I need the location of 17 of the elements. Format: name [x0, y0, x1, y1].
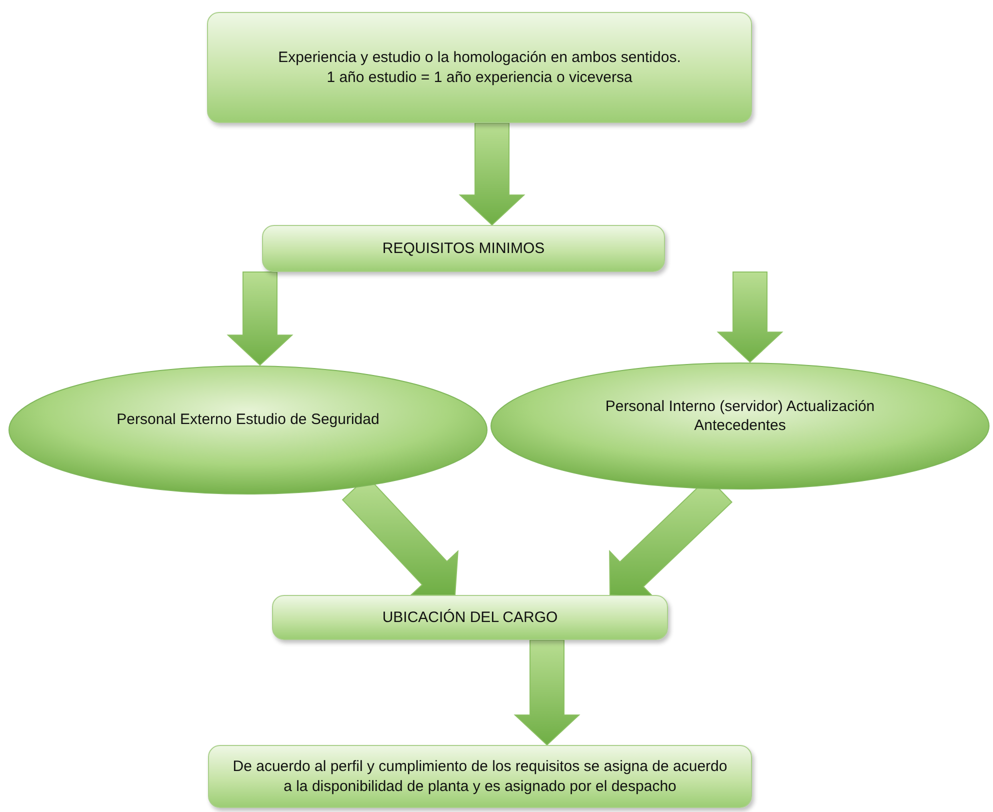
- node-text: Experiencia y estudio o la homologación en ambos sentidos.: [278, 48, 681, 68]
- node-text: REQUISITOS MINIMOS: [382, 238, 545, 258]
- ellipse-node: [490, 362, 990, 490]
- block-arrow: [514, 640, 580, 746]
- block-arrow: [716, 272, 784, 363]
- node-text: De acuerdo al perfil y cumplimiento de los requisitos se asigna de acuerdo a la disponibilidad de planta y es asignado por el despacho: [232, 757, 728, 796]
- ellipse-node: [8, 365, 488, 495]
- process-box: [272, 595, 668, 640]
- process-box: [262, 225, 665, 272]
- node-text: UBICACIÓN DEL CARGO: [382, 608, 558, 628]
- node-text: 1 año estudio = 1 año experiencia o viceversa: [326, 68, 632, 87]
- process-box: [208, 745, 752, 808]
- node-text: Personal Interno (servidor) Actualización Antecedentes: [604, 396, 876, 436]
- block-arrow: [226, 272, 294, 366]
- node-text: Personal Externo Estudio de Seguridad: [116, 410, 380, 430]
- process-box: [207, 12, 752, 123]
- block-arrow: [458, 122, 526, 226]
